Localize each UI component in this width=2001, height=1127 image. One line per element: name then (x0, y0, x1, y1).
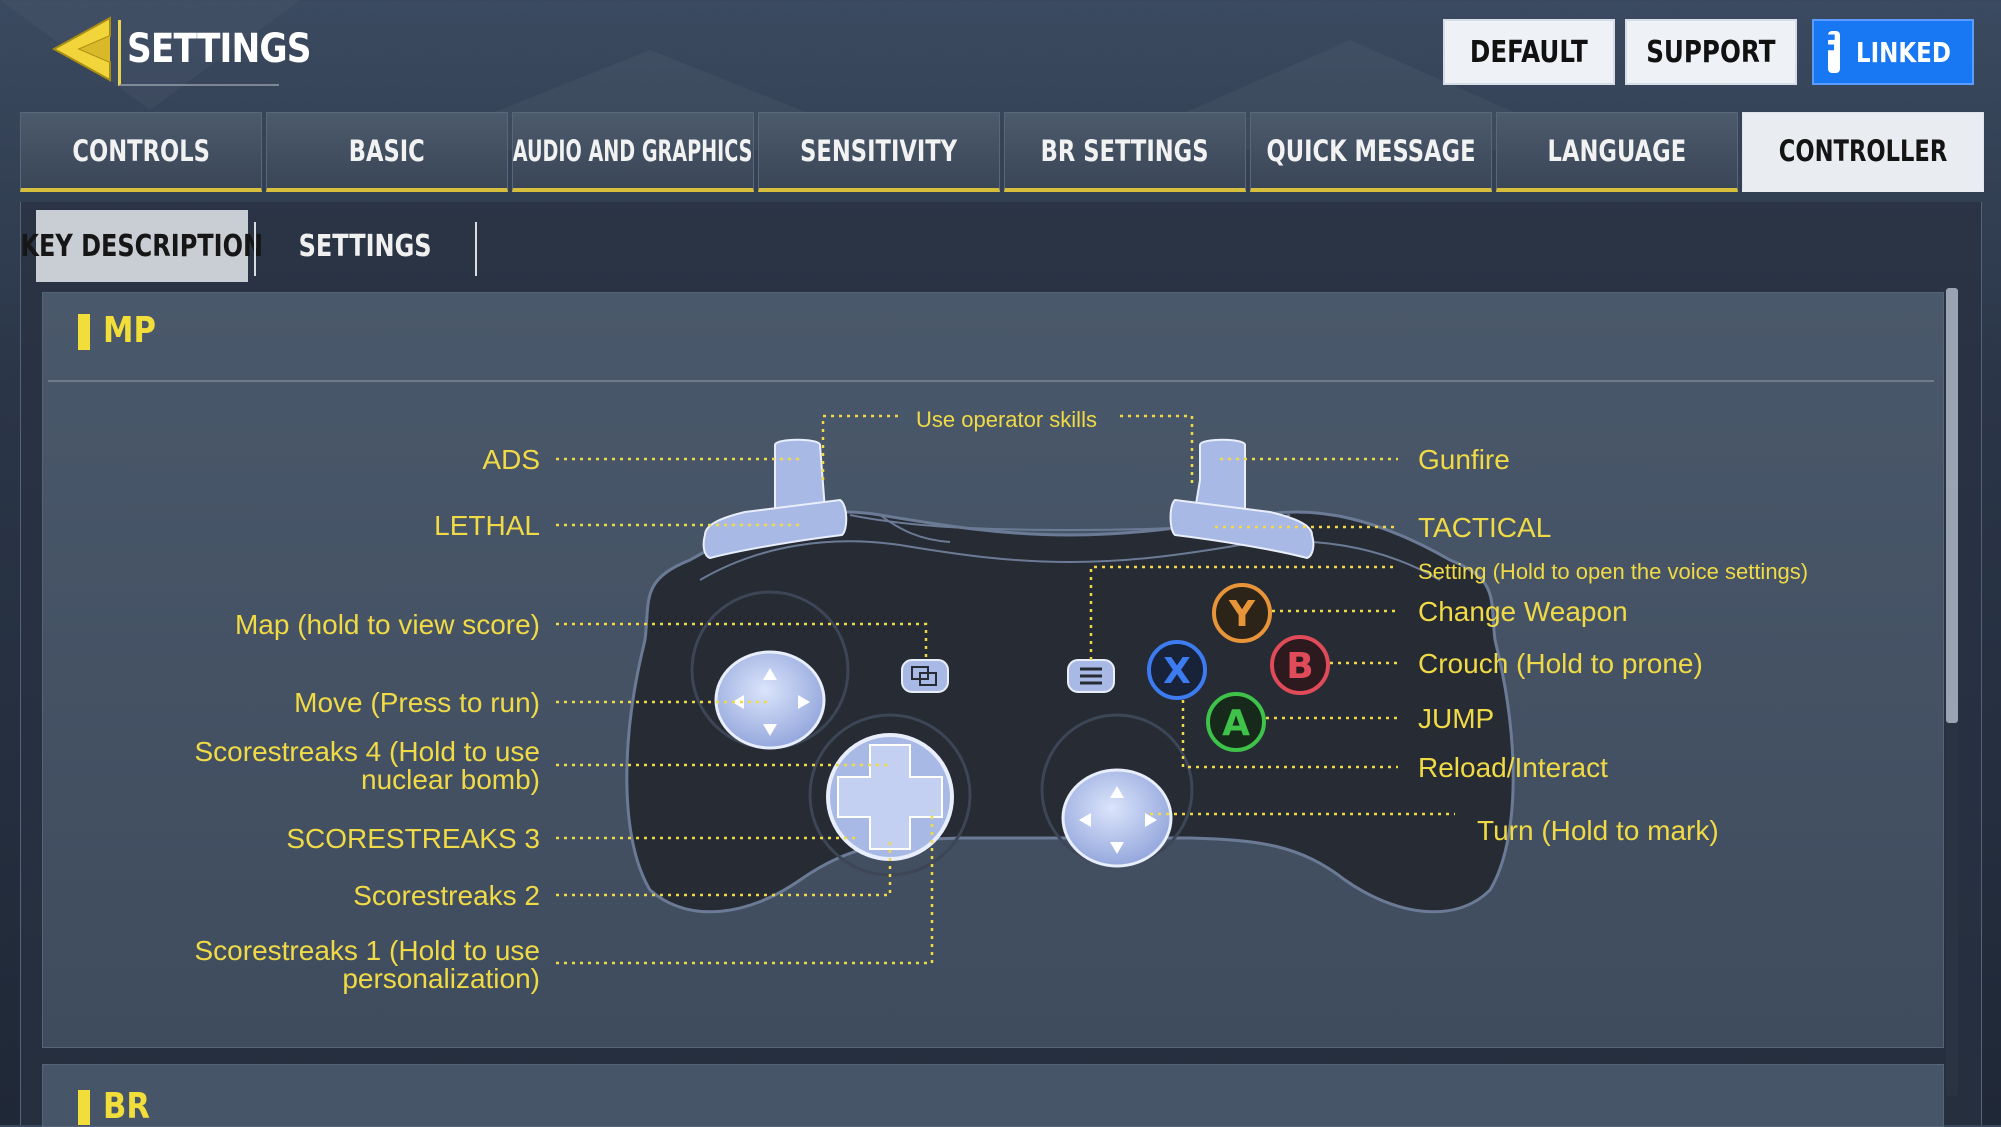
tab-basic[interactable]: BASIC (266, 112, 508, 192)
face-button-b: B (1270, 635, 1330, 695)
share-button-icon (901, 659, 949, 693)
dpad-down-icon (763, 724, 777, 736)
tab-label: SENSITIVITY (800, 133, 958, 168)
svg-text:X: X (1163, 651, 1191, 692)
facebook-linked-button[interactable]: f LINKED (1812, 19, 1974, 85)
label-map: Map (hold to view score) (234, 609, 540, 640)
dpad-up-icon (763, 668, 777, 680)
subtab-settings[interactable]: SETTINGS (255, 210, 475, 282)
page-title-frame: SETTINGS (118, 20, 312, 86)
support-button[interactable]: SUPPORT (1625, 19, 1797, 85)
label-reload: Reload/Interact (1418, 752, 1608, 783)
section-marker (78, 1090, 90, 1125)
label-setting: Setting (Hold to open the voice settings… (1418, 559, 1809, 584)
subtab-key-description[interactable]: KEY DESCRIPTION (21, 210, 263, 282)
label-line: personalization) (342, 963, 540, 994)
page-title: SETTINGS (127, 26, 312, 72)
label-scorestreaks-2: Scorestreaks 2 (353, 880, 540, 911)
label-scorestreaks-4: Scorestreaks 4 (Hold to use nuclear bomb… (195, 738, 541, 794)
section-title-br: BR (103, 1086, 150, 1125)
face-button-a: A (1206, 692, 1266, 752)
tab-label: BASIC (348, 133, 426, 168)
right-trigger (1193, 438, 1246, 511)
right-stick (1061, 768, 1173, 868)
tab-audio-and-graphics[interactable]: AUDIO AND GRAPHICS (512, 112, 754, 192)
facebook-linked-label: LINKED (1856, 35, 1952, 69)
tab-br-settings[interactable]: BR SETTINGS (1004, 112, 1246, 192)
tab-controls[interactable]: CONTROLS (20, 112, 262, 192)
dpad (826, 733, 954, 861)
label-line: nuclear bomb) (361, 764, 540, 795)
subtab-label: KEY DESCRIPTION (20, 228, 264, 264)
label-line: Scorestreaks 1 (Hold to use (194, 935, 541, 966)
tab-sensitivity[interactable]: SENSITIVITY (758, 112, 1000, 192)
left-trigger (774, 438, 827, 511)
default-button[interactable]: DEFAULT (1443, 19, 1615, 85)
face-button-y: Y (1212, 583, 1272, 643)
label-scorestreaks-3: SCORESTREAKS 3 (286, 823, 540, 854)
section-title-mp: MP (103, 310, 156, 351)
label-lethal: LETHAL (434, 510, 540, 541)
scrollbar-thumb[interactable] (1946, 288, 1958, 723)
back-arrow-icon[interactable] (48, 14, 116, 84)
subtab-label: SETTINGS (298, 228, 432, 264)
svg-text:B: B (1286, 646, 1313, 687)
label-gunfire: Gunfire (1418, 444, 1510, 475)
face-button-x: X (1147, 640, 1207, 700)
section-marker (78, 314, 90, 350)
subtab-divider (475, 222, 477, 276)
menu-button-icon (1067, 659, 1115, 693)
tab-quick-message[interactable]: QUICK MESSAGE (1250, 112, 1492, 192)
svg-text:Y: Y (1228, 594, 1256, 635)
main-tab-bar: CONTROLS BASIC AUDIO AND GRAPHICS SENSIT… (20, 112, 2001, 194)
tab-label: LANGUAGE (1547, 133, 1687, 168)
subtab-divider (254, 222, 256, 276)
dpad-left-icon (732, 695, 744, 709)
label-line: Scorestreaks 4 (Hold to use (194, 736, 541, 767)
left-bumper (702, 498, 848, 560)
tab-controller[interactable]: CONTROLLER (1742, 112, 1984, 192)
default-button-label: DEFAULT (1470, 34, 1588, 70)
label-scorestreaks-1: Scorestreaks 1 (Hold to use personalizat… (195, 937, 541, 993)
svg-text:A: A (1222, 703, 1250, 744)
label-use-operator-skills: Use operator skills (916, 407, 1097, 432)
label-crouch: Crouch (Hold to prone) (1418, 648, 1703, 679)
facebook-icon: f (1828, 31, 1841, 73)
label-change-weapon: Change Weapon (1418, 596, 1628, 627)
label-ads: ADS (482, 444, 540, 475)
left-stick (714, 650, 826, 750)
tab-label: BR SETTINGS (1041, 133, 1209, 168)
section-divider (48, 380, 1934, 382)
tab-label: QUICK MESSAGE (1266, 133, 1476, 168)
tab-label: AUDIO AND GRAPHICS (513, 133, 753, 168)
label-turn: Turn (Hold to mark) (1477, 815, 1719, 846)
label-jump: JUMP (1418, 703, 1495, 734)
leader-lines (556, 414, 1455, 965)
tab-label: CONTROLLER (1778, 133, 1948, 168)
tab-language[interactable]: LANGUAGE (1496, 112, 1738, 192)
tab-label: CONTROLS (72, 133, 210, 168)
dpad-right-icon (798, 695, 810, 709)
right-bumper (1169, 498, 1315, 560)
label-tactical: TACTICAL (1418, 512, 1552, 543)
support-button-label: SUPPORT (1646, 34, 1776, 70)
br-section (42, 1064, 1944, 1127)
label-move: Move (Press to run) (294, 687, 540, 718)
